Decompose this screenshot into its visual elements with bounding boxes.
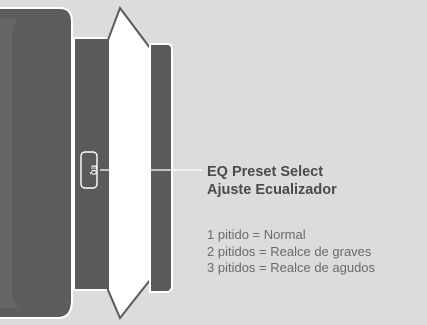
ear-cushion-edge bbox=[0, 7, 73, 319]
back-cap bbox=[149, 43, 173, 293]
callout-title-en: EQ Preset Select bbox=[207, 164, 324, 180]
callout-title: EQ Preset Select Ajuste Ecualizador bbox=[207, 163, 337, 199]
housing-plate bbox=[107, 5, 151, 320]
callout-title-es: Ajuste Ecualizador bbox=[207, 182, 337, 198]
ear-cushion-inner bbox=[0, 18, 22, 308]
eq-mode-item: 3 pitidos = Realce de agudos bbox=[207, 260, 376, 275]
eq-mode-item: 2 pitidos = Realce de graves bbox=[207, 243, 372, 259]
eq-mode-item: 1 pitido = Normal bbox=[207, 227, 306, 242]
eq-button-label: EQ bbox=[90, 165, 97, 176]
eq-mode-list: 1 pitido = Normal 2 pitidos = Realce de … bbox=[207, 227, 375, 277]
ear-cushion bbox=[0, 8, 72, 318]
eq-button[interactable] bbox=[80, 151, 98, 189]
